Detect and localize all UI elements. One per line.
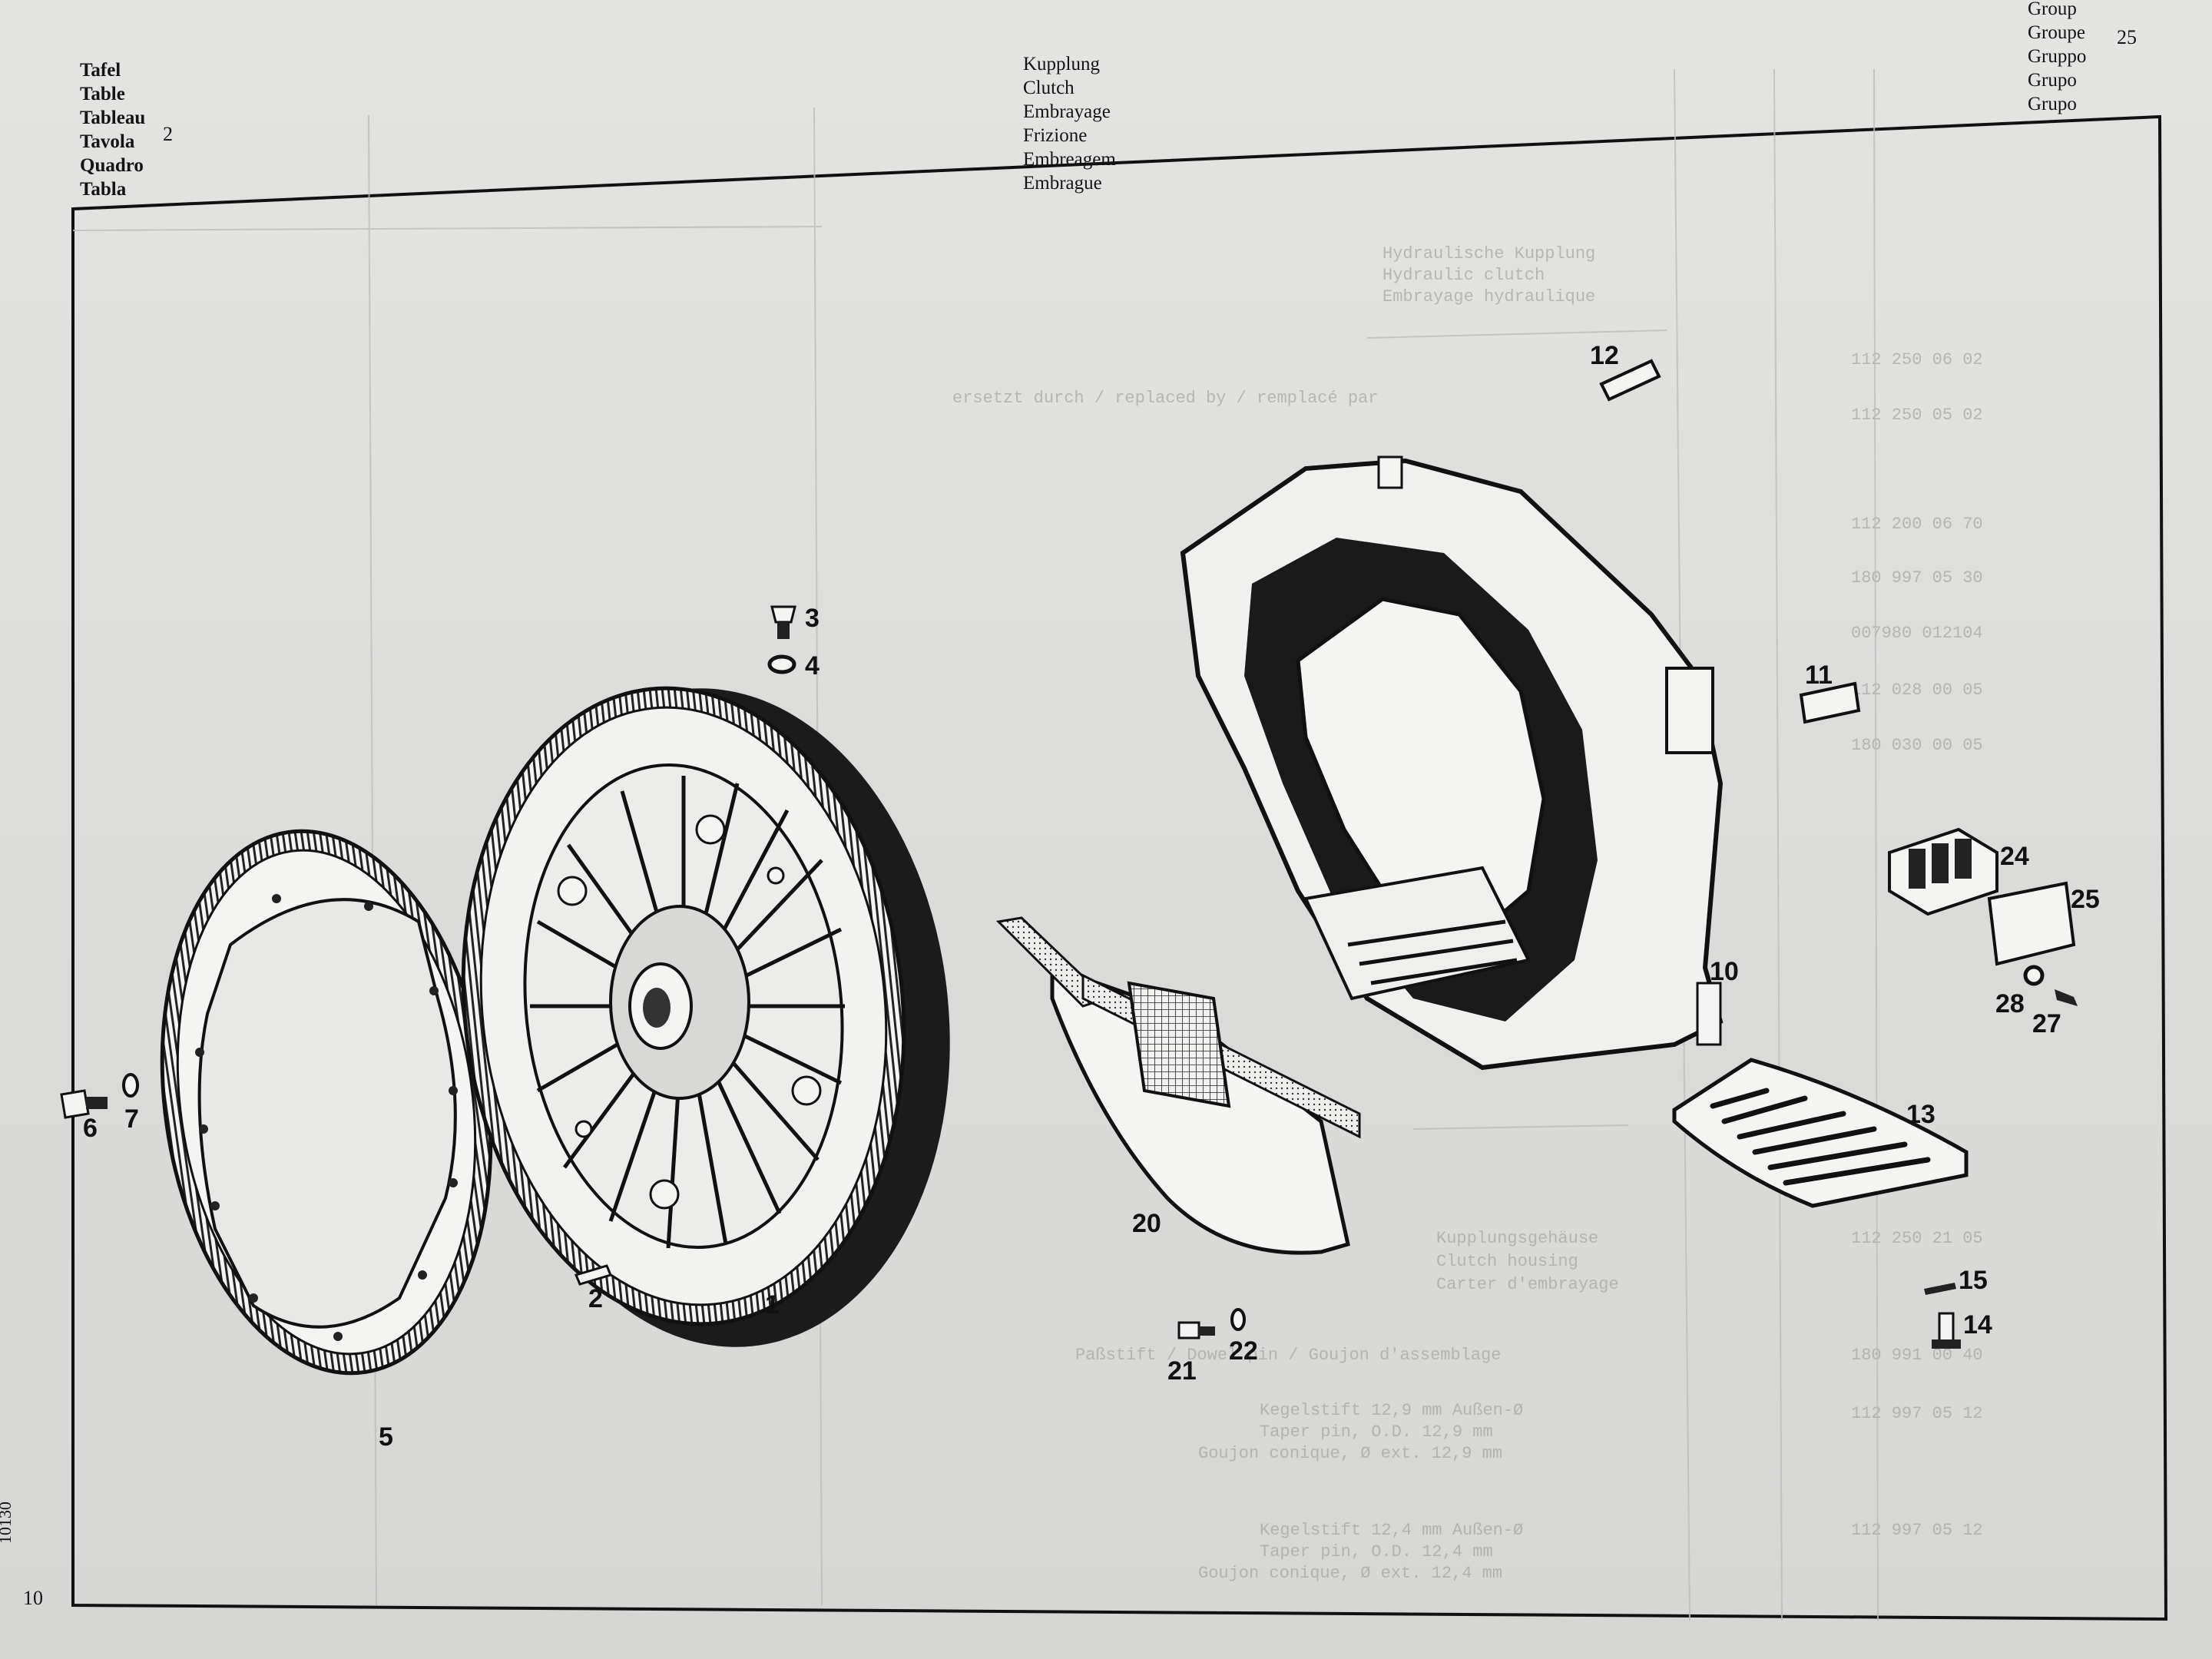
- callout-label: 25: [2071, 885, 2100, 914]
- diagram-frame: [71, 114, 2168, 1621]
- ghost-line: 112 997 05 12: [1851, 1404, 1983, 1423]
- ghost-line: 112 997 05 12: [1851, 1521, 1983, 1540]
- ghost-line: Hydraulic clutch: [1382, 266, 1545, 285]
- ghost-line: Embrayage hydraulique: [1382, 287, 1596, 306]
- ring-gear-part-5: [160, 829, 493, 1376]
- callout-label: 11: [1805, 661, 1833, 690]
- group-label: Grupo: [2028, 94, 2077, 114]
- callout-label: 4: [805, 651, 820, 680]
- bolt-part-6: [60, 1089, 108, 1119]
- callout-label: 10: [1710, 957, 1739, 986]
- callout-label: 1: [765, 1290, 780, 1320]
- plate-part-25: [1987, 881, 2076, 966]
- callout-label: 2: [588, 1284, 603, 1313]
- group-label: Gruppo: [2028, 46, 2087, 67]
- ghost-line: ersetzt durch / replaced by / remplacé p…: [952, 389, 1379, 408]
- bolt-part-21: [1177, 1321, 1215, 1339]
- table-label: Table: [80, 84, 125, 104]
- flywheel-part-1: [461, 686, 950, 1347]
- callout-label: 24: [2000, 842, 2029, 871]
- screw-part-27: [2055, 989, 2078, 1006]
- cover-plate-part-20: [995, 916, 1361, 1255]
- group-label: Grupo: [2028, 70, 2077, 91]
- page-title: Embrague: [1023, 173, 1102, 194]
- clutch-housing-part-10: [1180, 455, 1724, 1071]
- callout-label: 15: [1959, 1266, 1988, 1295]
- page-title: Embrayage: [1023, 101, 1111, 122]
- ghost-line: 112 250 21 05: [1851, 1229, 1983, 1248]
- ghost-line: 180 991 00 40: [1851, 1346, 1983, 1365]
- callout-label: 3: [805, 604, 820, 633]
- ghost-line: 180 997 05 30: [1851, 568, 1983, 588]
- ghost-line: Kupplungsgehäuse: [1436, 1229, 1599, 1248]
- page-title: Kupplung: [1023, 54, 1100, 75]
- group-label-block: Group Groupe Gruppo Grupo Grupo: [2028, 0, 2086, 116]
- ghost-line: Hydraulische Kupplung: [1382, 244, 1596, 263]
- ghost-line: 112 200 06 70: [1851, 515, 1983, 534]
- callout-label: 27: [2032, 1009, 2061, 1038]
- page-number: 10: [23, 1587, 43, 1609]
- ghost-line: Carter d'embrayage: [1436, 1275, 1619, 1294]
- callout-label: 28: [1995, 989, 2025, 1018]
- page-title: Clutch: [1023, 78, 1075, 98]
- callout-label: 22: [1229, 1336, 1258, 1366]
- washer-part-22: [1230, 1308, 1246, 1331]
- ghost-line: Goujon conique, Ø ext. 12,9 mm: [1198, 1444, 1503, 1463]
- callout-label: 20: [1132, 1209, 1161, 1238]
- ghost-line: Paßstift / Dowel pin / Goujon d'assembla…: [1075, 1346, 1502, 1365]
- taper-pin-part-11: [1799, 681, 1861, 724]
- ghost-line: 180 030 00 05: [1851, 736, 1983, 755]
- table-label: Tavola: [80, 131, 135, 152]
- ghost-line: 112 250 05 02: [1851, 406, 1983, 425]
- ghost-line: 112 028 00 05: [1851, 680, 1983, 700]
- callout-label: 12: [1590, 341, 1619, 370]
- table-label: Tableau: [80, 108, 146, 128]
- ghost-line: Clutch housing: [1436, 1252, 1578, 1271]
- ghost-line: Kegelstift 12,9 mm Außen-Ø: [1260, 1401, 1524, 1420]
- washer-part-7: [122, 1073, 139, 1098]
- ghost-line: 007980 012104: [1851, 624, 1983, 643]
- screw-part-14: [1932, 1312, 1961, 1349]
- washer-part-4: [767, 654, 796, 674]
- ghost-line: Goujon conique, Ø ext. 12,4 mm: [1198, 1564, 1503, 1583]
- ghost-line: Kegelstift 12,4 mm Außen-Ø: [1260, 1521, 1524, 1540]
- group-label: Groupe: [2028, 22, 2085, 43]
- table-label: Quadro: [80, 155, 144, 176]
- ghost-line: Taper pin, O.D. 12,9 mm: [1260, 1422, 1493, 1442]
- pin-part-15: [1924, 1283, 1956, 1295]
- group-label: Group: [2028, 0, 2077, 19]
- pin-part-2: [574, 1264, 613, 1286]
- screw-part-3: [770, 605, 796, 639]
- inspection-grille-part-13: [1672, 1058, 1969, 1208]
- ghost-line: Taper pin, O.D. 12,4 mm: [1260, 1542, 1493, 1561]
- callout-label: 14: [1963, 1310, 1992, 1339]
- callout-label: 21: [1167, 1356, 1197, 1386]
- page-title: Frizione: [1023, 125, 1088, 146]
- group-number: 25: [2117, 26, 2137, 48]
- table-label: Tabla: [80, 179, 127, 200]
- table-number: 2: [163, 123, 173, 145]
- callout-label: 7: [124, 1104, 139, 1134]
- callout-label: 5: [379, 1422, 393, 1452]
- dowel-pin-part-12: [1599, 359, 1661, 402]
- washer-part-28: [2023, 965, 2045, 986]
- table-label: Tafel: [80, 60, 121, 81]
- callout-label: 13: [1906, 1100, 1936, 1129]
- callout-label: 6: [83, 1114, 98, 1143]
- ghost-line: 112 250 06 02: [1851, 350, 1983, 369]
- table-label-block: Tafel Table Tableau Tavola Quadro Tabla: [80, 58, 145, 201]
- bracket-part-24: [1888, 827, 1998, 916]
